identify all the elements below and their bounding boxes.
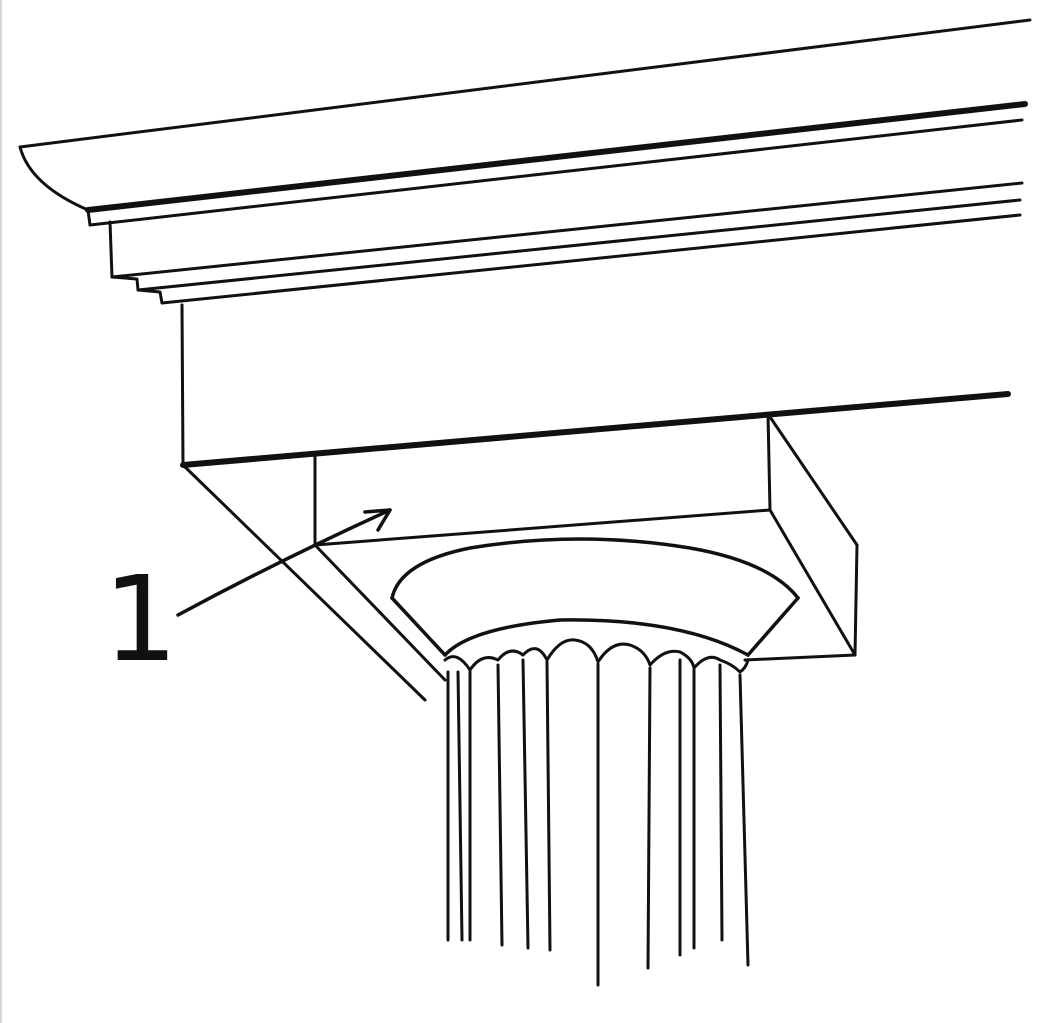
callout-label: 1 — [103, 550, 179, 688]
abacus — [181, 412, 859, 702]
cornice — [18, 18, 1032, 227]
frieze — [108, 181, 1024, 305]
column-shaft — [443, 638, 750, 987]
callout-arrow — [176, 508, 392, 617]
frame-edge — [0, 0, 2, 1023]
architrave — [180, 303, 1011, 468]
echinus — [390, 537, 800, 657]
